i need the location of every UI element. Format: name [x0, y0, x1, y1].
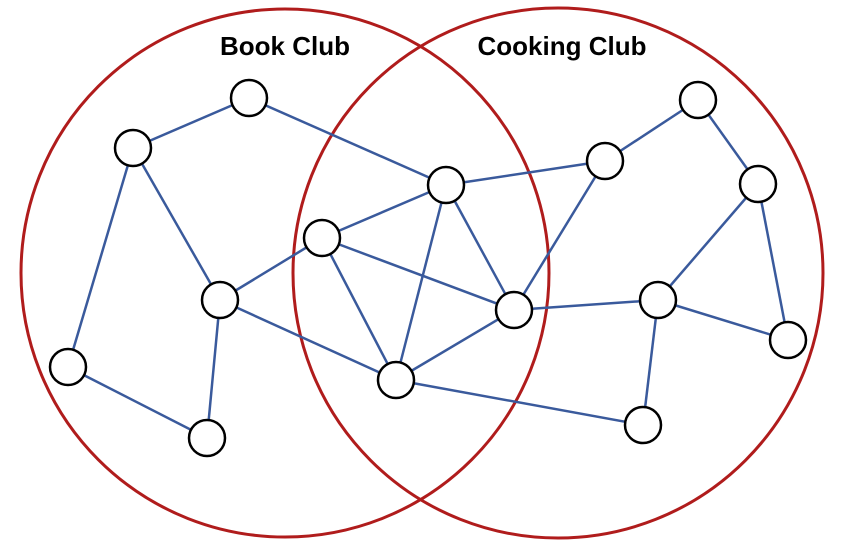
book-club-label: Book Club: [220, 31, 350, 61]
node-n3: [200, 280, 240, 320]
nodes-layer: [48, 78, 808, 458]
edge-n2-n4: [66, 147, 135, 368]
node-n14: [623, 405, 663, 445]
edge-n7-n10: [445, 159, 606, 187]
edge-n7-n9: [444, 184, 516, 311]
edge-n6-n8: [320, 237, 398, 381]
node-n6: [302, 218, 342, 258]
node-n4: [48, 347, 88, 387]
edge-n12-n15: [756, 183, 790, 341]
edge-n8-n14: [395, 378, 644, 427]
node-n15: [768, 320, 808, 360]
edge-n9-n13: [513, 298, 659, 312]
cooking-club-circle: [291, 6, 825, 540]
node-n11: [678, 80, 718, 120]
edge-n13-n15: [657, 298, 789, 342]
node-n12: [738, 164, 778, 204]
edge-n4-n5: [67, 365, 208, 440]
edge-n3-n8: [219, 298, 397, 382]
edge-n1-n2: [132, 96, 250, 150]
node-n9: [494, 290, 534, 330]
node-n7: [426, 165, 466, 205]
node-n13: [638, 280, 678, 320]
edge-n7-n8: [394, 184, 448, 381]
edge-n2-n3: [131, 147, 222, 301]
node-n2: [113, 128, 153, 168]
edge-n8-n9: [395, 308, 515, 382]
edge-n3-n5: [205, 299, 222, 439]
edge-n1-n7: [248, 96, 447, 187]
node-n1: [229, 78, 269, 118]
edge-n12-n13: [657, 183, 759, 301]
book-club-circle: [19, 7, 551, 539]
node-n10: [585, 141, 625, 181]
edge-n6-n9: [321, 236, 515, 312]
edges-layer: [66, 96, 790, 440]
cooking-club-label: Cooking Club: [478, 31, 647, 61]
node-n8: [376, 360, 416, 400]
edge-n13-n14: [641, 299, 660, 426]
edge-n6-n7: [321, 183, 447, 240]
node-n5: [187, 418, 227, 458]
edge-n3-n6: [219, 236, 323, 302]
edge-n9-n10: [512, 160, 607, 311]
